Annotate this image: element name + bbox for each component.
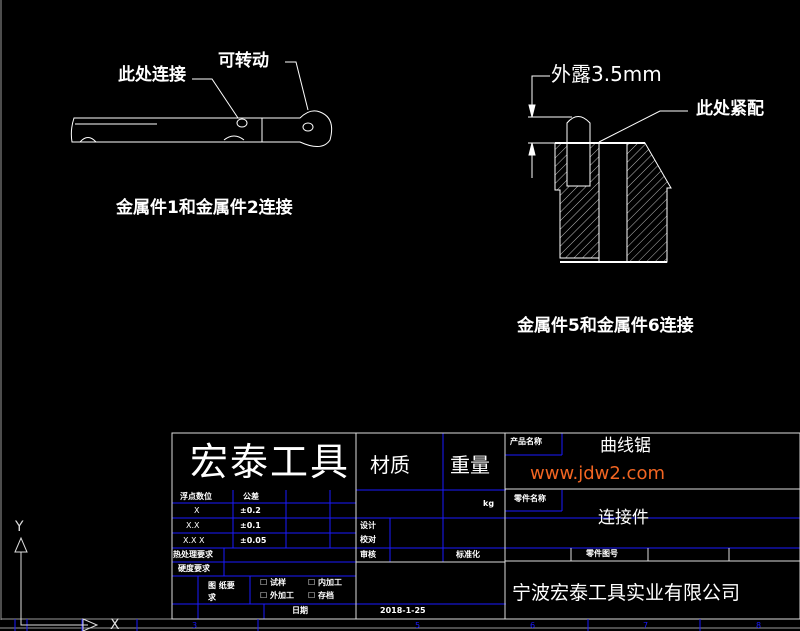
weight-label: 重量 [450, 453, 490, 477]
part-1-2-drawing [70, 61, 333, 147]
zone-number: 7 [643, 621, 649, 630]
drawing2-caption: 金属件5和金属件6连接 [517, 316, 694, 336]
ucs-y-label: Y [15, 519, 24, 535]
tolerance-value: ±0.05 [240, 536, 267, 545]
weight-unit: kg [483, 499, 495, 508]
zone-number: 8 [756, 621, 762, 630]
drawing1-caption: 金属件1和金属件2连接 [116, 198, 293, 218]
part-5-6-section [528, 75, 688, 263]
callout-tight-fit: 此处紧配 [696, 99, 764, 119]
part-number-label: 零件图号 [586, 549, 618, 558]
title-block-grid [14, 432, 800, 631]
tolerance-digits: X.X [186, 521, 200, 530]
tolerance-value: ±0.1 [240, 521, 261, 530]
ucs-icon [14, 536, 99, 631]
date-value: 2018-1-25 [380, 606, 426, 615]
tolerance-header-digits: 浮点数位 [180, 492, 212, 501]
zone-number: 5 [415, 621, 421, 630]
product-name-label: 产品名称 [510, 437, 542, 446]
option-label: 内加工 [317, 578, 342, 587]
ucs-x-label: X [110, 617, 120, 631]
part-name: 连接件 [598, 508, 649, 528]
option-archive[interactable]: ☐ 存档 [308, 591, 334, 600]
callout-rotatable: 可转动 [218, 51, 269, 71]
option-label: 存档 [317, 591, 334, 600]
dimension-exposed: 外露3.5mm [551, 62, 662, 86]
heat-treatment-label: 热处理要求 [173, 550, 213, 559]
tolerance-digits: X [194, 506, 200, 515]
date-label: 日期 [292, 606, 308, 615]
tolerance-header-tol: 公差 [243, 492, 259, 501]
option-internal[interactable]: ☐ 内加工 [308, 578, 342, 587]
watermark: www.jdw2.com [530, 463, 665, 484]
option-external[interactable]: ☐ 外加工 [260, 591, 294, 600]
option-label: 外加工 [269, 591, 294, 600]
hardness-label: 硬度要求 [178, 564, 210, 573]
option-label: 试样 [269, 578, 286, 587]
product-name: 曲线锯 [600, 436, 651, 456]
option-sample[interactable]: ☐ 试样 [260, 578, 286, 587]
zone-number: 3 [192, 621, 198, 630]
tolerance-value: ±0.2 [240, 506, 261, 515]
zone-number: 6 [530, 621, 536, 630]
material-label: 材质 [370, 453, 410, 477]
standardize-label: 标准化 [456, 550, 480, 559]
part-name-label: 零件名称 [514, 494, 546, 503]
tolerance-digits: X.X X [183, 536, 205, 545]
review-label: 审核 [360, 550, 376, 559]
company-logo-text: 宏泰工具 [190, 440, 351, 484]
check-label: 校对 [360, 535, 376, 544]
company-name: 宁波宏泰工具实业有限公司 [512, 582, 741, 604]
callout-connect-here: 此处连接 [118, 65, 186, 85]
drawing-requirement-label: 图 纸要求 [208, 581, 235, 602]
design-label: 设计 [360, 521, 376, 530]
